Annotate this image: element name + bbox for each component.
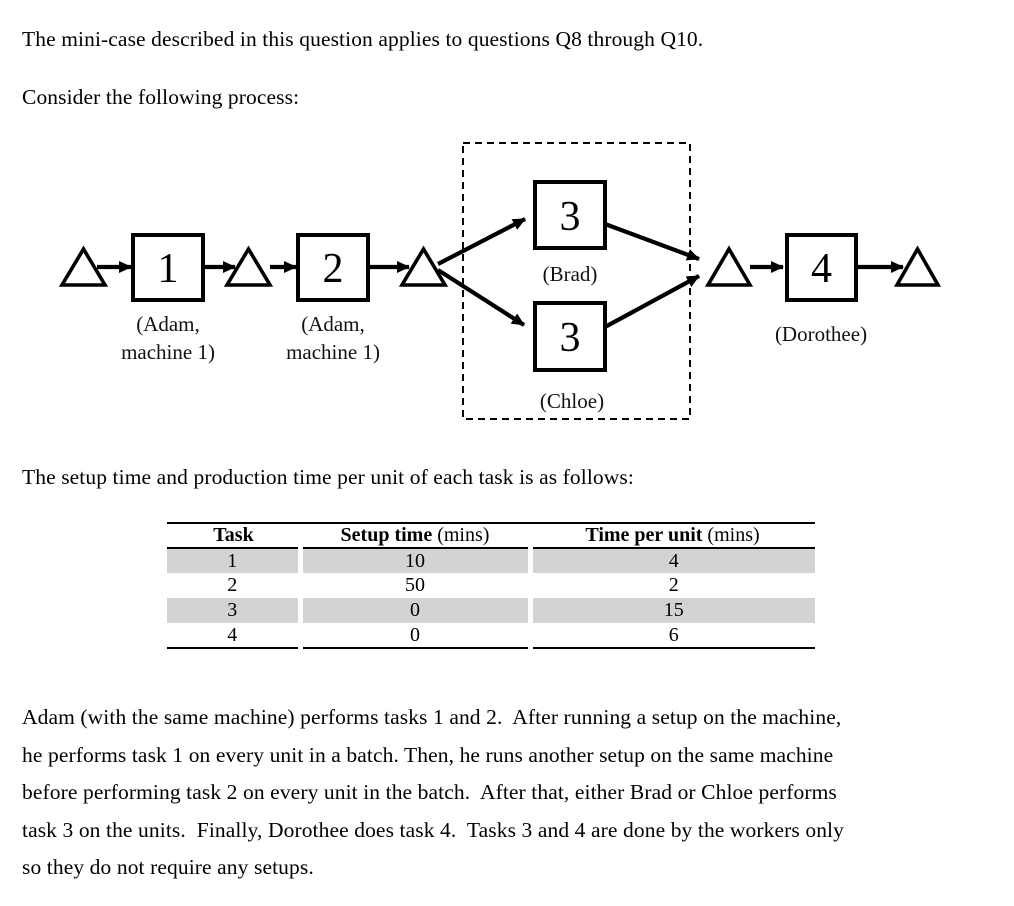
process-flow-diagram: 1 2 3 3 4 (Adam, machine 1) (Adam, machi… (58, 142, 942, 420)
table-row: 4 0 6 (167, 623, 815, 648)
task3a-worker-label: (Brad) (543, 262, 598, 286)
table-cell: 4 (530, 548, 815, 573)
table-row: 2 50 2 (167, 573, 815, 598)
task3a-number: 3 (560, 194, 581, 240)
intro-text-line2: Consider the following process: (22, 85, 300, 109)
header-tpu-bold: Time per unit (585, 524, 703, 546)
flow-arrow-task3a-to-merge (604, 222, 700, 261)
header-cell-task: Task (167, 523, 300, 549)
table-cell: 0 (300, 623, 533, 648)
task2-number: 2 (323, 246, 344, 292)
paragraph-line: task 3 on the units. Finally, Dorothee d… (22, 817, 844, 842)
table-cell: 15 (530, 598, 815, 623)
header-setup-unit: (mins) (432, 524, 490, 546)
intro-text-line1: The mini-case described in this question… (22, 27, 704, 51)
task1-number: 1 (158, 246, 179, 292)
task3b-number: 3 (560, 315, 581, 361)
merge-inventory-triangle (704, 245, 754, 287)
table-row: 1 10 4 (167, 548, 815, 573)
table-row: 3 0 15 (167, 598, 815, 623)
task1-box (131, 233, 205, 302)
description-paragraph: Adam (with the same machine) performs ta… (22, 699, 987, 887)
header-tpu-unit: (mins) (702, 524, 760, 546)
task2-box (296, 233, 370, 302)
task1-worker-line2: machine 1) (121, 340, 215, 364)
task1-worker-line1: (Adam, (136, 312, 200, 336)
table-cell: 50 (300, 573, 533, 598)
table-cell: 6 (668, 623, 679, 646)
table-cell: 3 (167, 598, 303, 623)
task4-worker-label: (Dorothee) (775, 322, 867, 346)
table-cell: 2 (668, 574, 679, 596)
header-cell-time-per-unit: Time per unit (mins) (530, 523, 815, 549)
flow-arrow-task3b-to-merge (603, 274, 701, 329)
paragraph-line: Adam (with the same machine) performs ta… (22, 705, 842, 729)
header-setup-bold: Setup time (340, 524, 433, 546)
task3b-box (533, 301, 607, 372)
task2-worker-line2: machine 1) (286, 340, 380, 364)
buffer-triangle-1 (223, 245, 274, 287)
flow-arrow-split-to-task3b (436, 268, 526, 327)
paragraph-line: he performs task 1 on every unit in a ba… (22, 742, 834, 767)
task3b-worker-label: (Chloe) (540, 389, 604, 413)
paragraph-line: so they do not require any setups. (22, 855, 314, 879)
start-inventory-triangle (58, 245, 109, 287)
buffer-triangle-2 (398, 245, 449, 287)
table-cell: 10 (300, 548, 533, 573)
table-cell: 4 (167, 623, 303, 648)
header-task-bold: Task (213, 524, 254, 546)
table-cell: 0 (300, 598, 533, 623)
task4-number: 4 (811, 246, 832, 292)
paragraph-line: before performing task 2 on every unit i… (22, 780, 837, 804)
setup-time-table: Task Setup time (mins) Time per unit (mi… (167, 522, 815, 649)
task4-box (785, 233, 858, 302)
table-intro-text: The setup time and production time per u… (22, 465, 634, 489)
table-cell: 2 (167, 573, 303, 598)
table-header-row: Task Setup time (mins) Time per unit (mi… (167, 523, 815, 549)
header-cell-setup-time: Setup time (mins) (300, 523, 530, 549)
task2-worker-line1: (Adam, (301, 312, 365, 336)
task3a-box (533, 180, 607, 250)
flow-arrow-split-to-task3a (437, 217, 526, 266)
end-inventory-triangle (893, 245, 942, 287)
table-cell: 1 (167, 548, 303, 573)
